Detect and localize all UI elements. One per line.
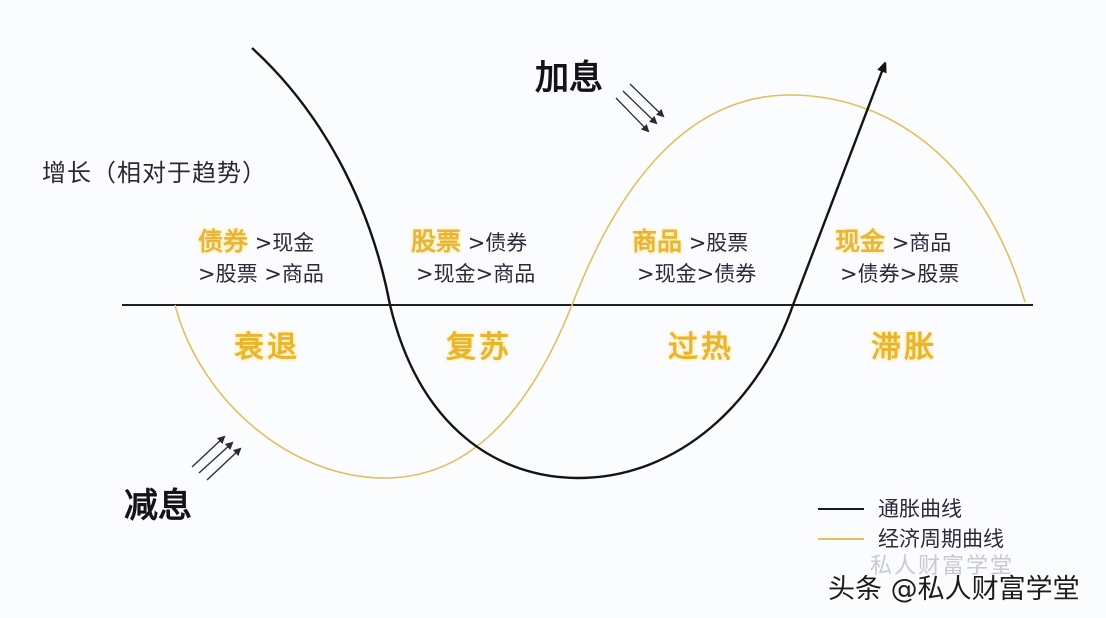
ranking-line1: >商品 — [885, 231, 952, 255]
phase-ranking-recovery: 股票 >债券 >现金>商品 — [411, 226, 535, 290]
lead-asset: 商品 — [632, 227, 683, 256]
y-axis-label: 增长（相对于趋势） — [42, 159, 267, 187]
ranking-line1: >股票 — [682, 231, 749, 255]
phase-name-overheat: 过热 — [668, 330, 734, 365]
ranking-line1: >债券 — [461, 231, 528, 255]
phase-name-recession: 衰退 — [234, 330, 300, 365]
legend-item-inflation: 通胀曲线 — [818, 494, 1004, 524]
lead-asset: 现金 — [835, 227, 886, 256]
economic-cycle-curve — [174, 94, 1026, 479]
phase-ranking-overheat: 商品 >股票 >现金>债券 — [632, 226, 756, 290]
legend-item-cycle: 经济周期曲线 — [818, 524, 1004, 554]
legend-label: 通胀曲线 — [878, 497, 962, 521]
phase-name-recovery: 复苏 — [446, 330, 512, 365]
legend-label: 经济周期曲线 — [878, 527, 1004, 551]
ranking-line2: >股票 >商品 — [198, 262, 324, 286]
ranking-line1: >现金 — [248, 231, 315, 255]
rate-cut-label: 减息 — [124, 486, 192, 526]
ranking-line2: >现金>商品 — [416, 262, 536, 286]
phase-ranking-stagflation: 现金 >商品 >债券>股票 — [835, 226, 959, 290]
phase-ranking-recession: 债券 >现金 >股票 >商品 — [198, 226, 324, 290]
rate-hike-label: 加息 — [535, 58, 603, 98]
legend: 通胀曲线 经济周期曲线 — [818, 494, 1004, 554]
ranking-line2: >现金>债券 — [637, 262, 757, 286]
phase-name-stagflation: 滞胀 — [871, 330, 937, 365]
legend-swatch-yellow — [818, 538, 864, 540]
watermark: 头条 @私人财富学堂 — [828, 574, 1080, 605]
lead-asset: 债券 — [198, 227, 249, 256]
legend-swatch-black — [818, 508, 864, 510]
ranking-line2: >债券>股票 — [840, 262, 960, 286]
inflation-curve — [251, 47, 884, 480]
rate-cut-arrows-icon — [191, 435, 242, 481]
watermark-faint: 私人财富学堂 — [870, 554, 1015, 579]
lead-asset: 股票 — [411, 227, 462, 256]
rate-hike-arrows-icon — [615, 83, 665, 133]
